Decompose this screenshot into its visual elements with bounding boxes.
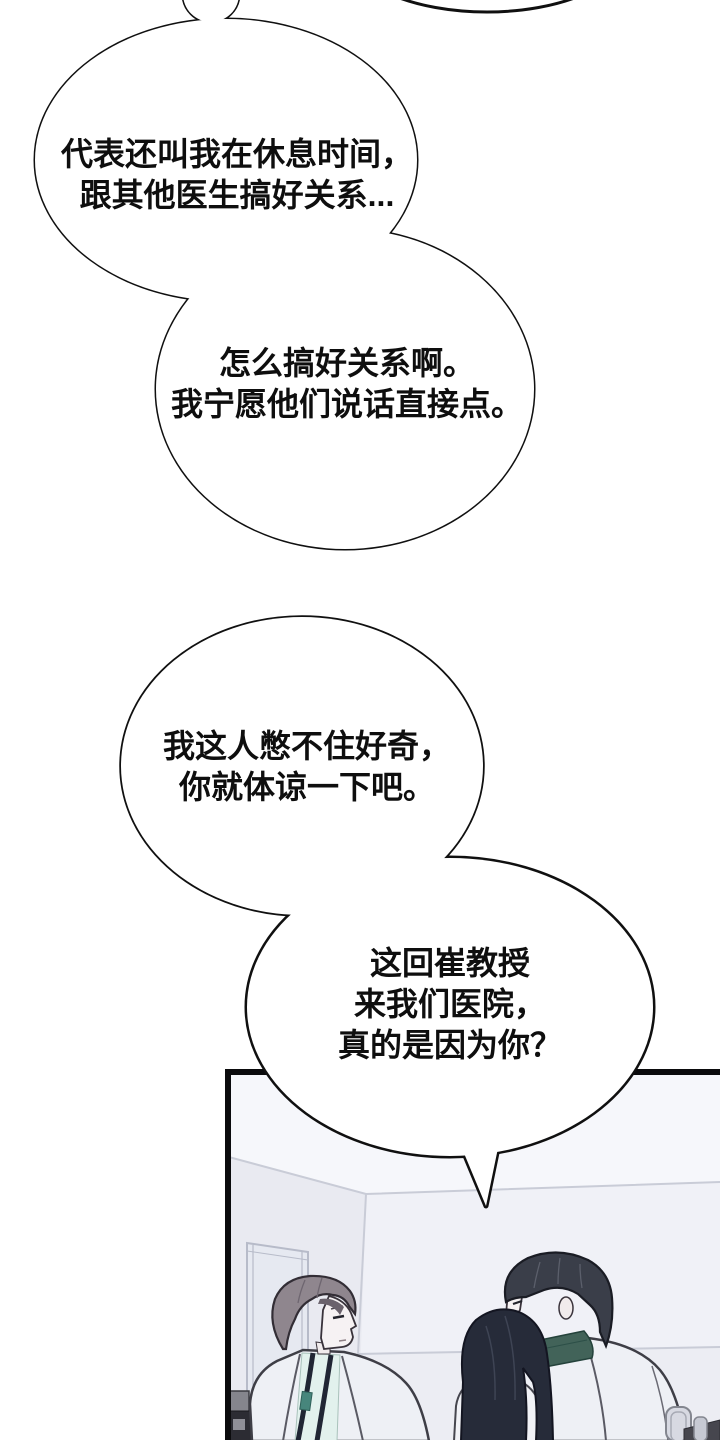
bubble-4-line-2: 来我们医院， [353, 986, 546, 1022]
speech-bubble-cutoff-top [400, 0, 574, 14]
right-doctor-hair [503, 1251, 614, 1349]
bubble-1-line-1: 代表还叫我在休息时间， [60, 136, 413, 172]
doctor-left [248, 1274, 431, 1440]
speech-bubble-1-text: 代表还叫我在休息时间， 跟其他医生搞好关系... [37, 134, 437, 216]
woman-hair-highlight [485, 1315, 516, 1401]
bubble-1-line-2: 跟其他医生搞好关系... [79, 177, 395, 213]
left-doctor-badge [299, 1390, 313, 1412]
left-doctor-face [320, 1294, 358, 1350]
speech-bubble-chain-bottom [119, 615, 656, 1209]
panel-border-left [225, 1069, 231, 1440]
left-doctor-coat [248, 1348, 431, 1440]
right-doctor-eye [512, 1299, 523, 1306]
doctor-woman [453, 1308, 554, 1440]
office-chair [665, 1406, 720, 1440]
speech-bubble-3-text: 我这人憋不住好奇， 你就体谅一下吧。 [107, 726, 507, 808]
bubble-4-line-3: 真的是因为你？ [337, 1027, 562, 1063]
woman-doctor-hair [460, 1308, 554, 1440]
left-doctor-eye [332, 1314, 345, 1320]
wall-corner-line [357, 1193, 367, 1355]
bubble-4-line-1: 这回崔教授 [369, 945, 530, 981]
bubble-3-line-1: 我这人憋不住好奇， [162, 728, 451, 764]
right-doctor-ear [558, 1296, 574, 1320]
chair-armrest [693, 1416, 708, 1440]
speech-bubble-4-text: 这回崔教授 来我们医院， 真的是因为你？ [250, 943, 650, 1066]
bubble-2-line-1: 怎么搞好关系啊。 [218, 345, 475, 381]
machine-panel [233, 1419, 245, 1430]
speech-bubble-2-text: 怎么搞好关系啊。 我宁愿他们说话直接点。 [147, 343, 547, 425]
bubble-2-line-2: 我宁愿他们说话直接点。 [170, 386, 523, 422]
left-doctor-hair-shadow [318, 1298, 344, 1315]
speech-bubble-chain-top [33, 0, 536, 551]
bubble-3-line-2: 你就体谅一下吧。 [178, 769, 435, 805]
left-doctor-hair [271, 1274, 357, 1351]
